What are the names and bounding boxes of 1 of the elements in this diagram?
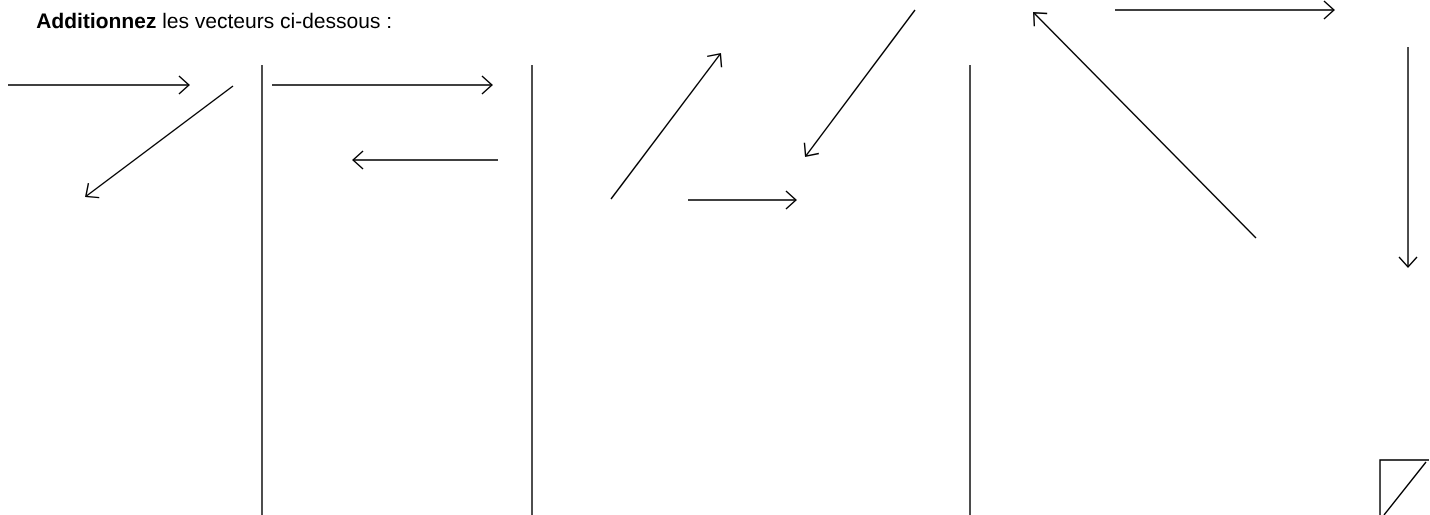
instruction-text: Additionnez les vecteurs ci-dessous : — [36, 12, 391, 29]
